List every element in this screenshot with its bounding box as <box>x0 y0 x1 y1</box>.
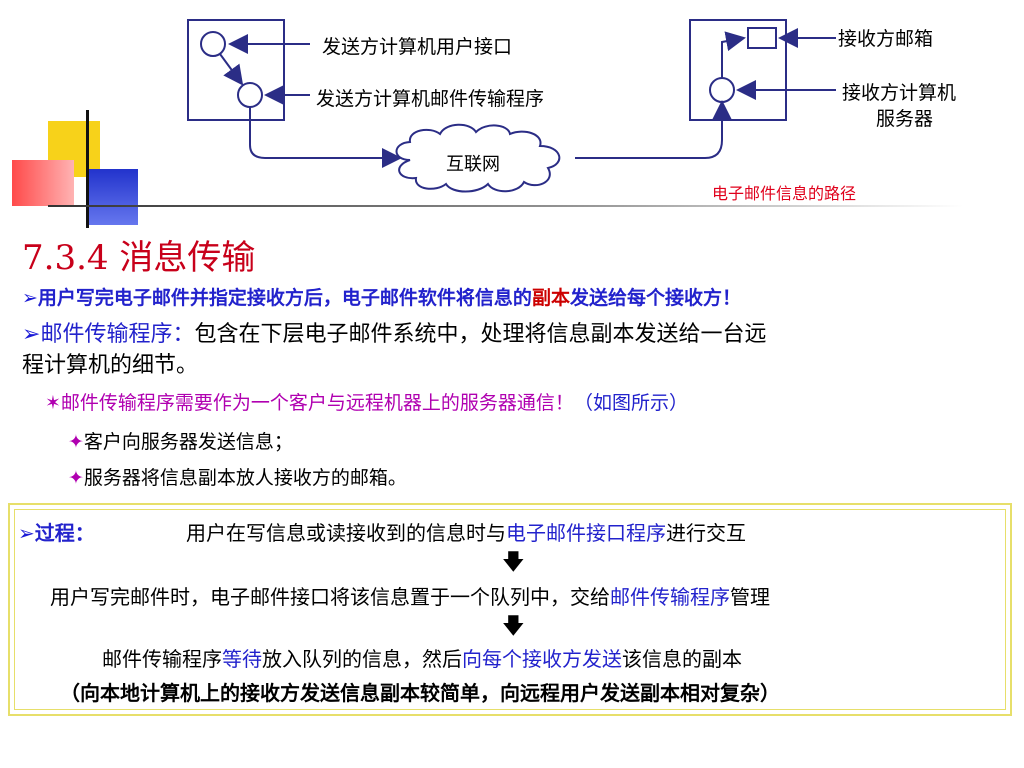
step3-text-end: 该信息的副本 <box>622 647 742 671</box>
internet-cloud <box>395 123 561 193</box>
sender-ui-circle <box>200 31 226 57</box>
process-box: ➢过程： 用户在写信息或读接收到的信息时与电子邮件接口程序进行交互 🡇 用户写完… <box>8 503 1012 716</box>
line1-highlight: 副本 <box>531 287 570 309</box>
step1-highlight: 电子邮件接口程序 <box>506 521 666 545</box>
sparkle-bullet-icon: ✦ <box>68 431 84 453</box>
line4-note: （如图所示） <box>573 392 688 414</box>
step2-text: 用户写完邮件时，电子邮件接口将该信息置于一个队列中，交给 <box>50 585 610 609</box>
process-label: ➢过程： <box>18 517 95 546</box>
step3-highlight-wait: 等待 <box>222 647 262 671</box>
step3-text-mid: 放入队列的信息，然后 <box>262 647 462 671</box>
bullet-arrow-icon: ➢ <box>22 322 41 347</box>
diagram-caption: 电子邮件信息的路径 <box>712 184 857 203</box>
down-arrow-icon: 🡇 <box>502 614 525 639</box>
process-label-text: 过程： <box>34 521 95 545</box>
step2-highlight: 邮件传输程序 <box>610 585 730 609</box>
line1-text-end: 发送给每个接收方！ <box>569 287 741 309</box>
sender-computer-box <box>187 19 285 121</box>
sub-bullet-client-server: ✶邮件传输程序需要作为一个客户与远程机器上的服务器通信！（如图所示） <box>45 388 688 415</box>
sub-sub-bullet-client-send: ✦客户向服务器发送信息； <box>68 427 293 454</box>
process-step-2: 用户写完邮件时，电子邮件接口将该信息置于一个队列中，交给邮件传输程序管理 <box>50 581 770 610</box>
receiver-computer-box <box>689 19 787 121</box>
decor-blue-block <box>86 169 138 225</box>
process-step-1: 用户在写信息或读接收到的信息时与电子邮件接口程序进行交互 <box>186 517 746 546</box>
receiver-server-label-1: 接收方计算机 <box>842 82 957 104</box>
receiver-mailbox-label: 接收方邮箱 <box>838 28 934 50</box>
sparkle-bullet-icon: ✦ <box>68 467 84 489</box>
transfer-program-term: 邮件传输程序： <box>40 322 195 347</box>
line4-text: 邮件传输程序需要作为一个客户与远程机器上的服务器通信！ <box>60 392 574 414</box>
sender-transfer-label: 发送方计算机邮件传输程序 <box>316 88 545 110</box>
decor-vertical-line <box>86 110 89 228</box>
bullet-arrow-icon: ➢ <box>18 521 35 545</box>
sender-ui-label: 发送方计算机用户接口 <box>322 36 513 58</box>
process-step-4-note: （向本地计算机上的接收方发送信息副本较简单，向远程用户发送副本相对复杂） <box>60 681 780 705</box>
email-path-diagram <box>187 19 836 193</box>
bullet-line-copy-sending: ➢用户写完电子邮件并指定接收方后，电子邮件软件将信息的副本发送给每个接收方！ <box>22 283 741 310</box>
bullet-arrow-icon: ➢ <box>22 287 38 309</box>
line1-text: 用户写完电子邮件并指定接收方后，电子邮件软件将信息的 <box>37 287 532 309</box>
internet-label: 互联网 <box>446 154 500 175</box>
process-box-inner <box>14 509 1006 710</box>
star-bullet-icon: ✶ <box>45 392 61 414</box>
step3-highlight-send: 向每个接收方发送 <box>462 647 622 671</box>
section-title: 7.3.4 消息传输 <box>22 238 256 278</box>
step1-text: 用户在写信息或读接收到的信息时与 <box>186 521 506 545</box>
sub-sub-bullet-server-store: ✦服务器将信息副本放人接收方的邮箱。 <box>68 463 407 490</box>
step1-text-end: 进行交互 <box>666 521 746 545</box>
step2-text-end: 管理 <box>730 585 770 609</box>
decor-horizontal-line <box>48 205 963 207</box>
step3-text: 邮件传输程序 <box>102 647 222 671</box>
line3-text: 程计算机的细节。 <box>22 353 199 378</box>
receiver-server-label-2: 服务器 <box>876 108 934 130</box>
bullet-line-transfer-program: ➢邮件传输程序：包含在下层电子邮件系统中，处理将信息副本发送给一台远 <box>22 316 766 348</box>
sender-transfer-circle <box>237 82 263 108</box>
process-step-3: 邮件传输程序等待放入队列的信息，然后向每个接收方发送该信息的副本 <box>102 643 742 672</box>
down-arrow-icon: 🡇 <box>502 550 525 575</box>
line5-text: 客户向服务器发送信息； <box>83 431 293 453</box>
decor-red-block <box>12 160 74 206</box>
line6-text: 服务器将信息副本放人接收方的邮箱。 <box>83 467 407 489</box>
receiver-server-circle <box>709 77 735 103</box>
receiver-mailbox-rect <box>747 27 777 49</box>
line2-text: 包含在下层电子邮件系统中，处理将信息副本发送给一台远 <box>194 322 767 347</box>
